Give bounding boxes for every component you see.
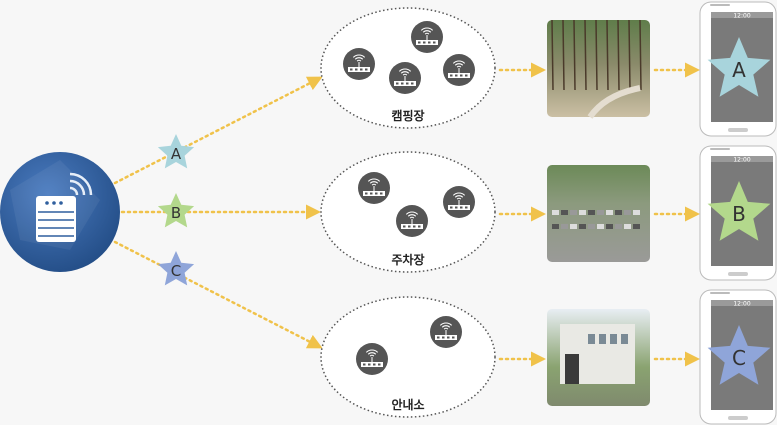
parking-lot-photo (547, 165, 650, 262)
phone-time: 12:00 (733, 301, 750, 308)
channel-label: B (171, 204, 181, 222)
wifi-router-icon (343, 48, 375, 80)
phone-channel-label: A (732, 58, 746, 82)
zone-label: 주차장 (391, 252, 424, 267)
channel-label: A (171, 145, 182, 163)
wifi-router-icon (443, 186, 475, 218)
zone-label: 캠핑장 (391, 108, 424, 123)
smartphone-c: 12:00C (699, 289, 777, 425)
wifi-router-icon (443, 54, 475, 86)
information-center-photo (547, 309, 650, 406)
phone-channel-label: C (732, 346, 746, 370)
smartphone-a: 12:00A (699, 1, 777, 137)
phone-channel-label: B (732, 202, 746, 226)
wifi-router-icon (356, 343, 388, 375)
server-icon (0, 152, 120, 272)
wifi-router-icon (430, 316, 462, 348)
phone-time: 12:00 (733, 13, 750, 20)
smartphone-b: 12:00B (699, 145, 777, 281)
channel-star-a: A (157, 134, 195, 169)
phone-time: 12:00 (733, 157, 750, 164)
wifi-router-icon (389, 62, 421, 94)
connection-arrow (113, 240, 323, 349)
channel-label: C (171, 262, 181, 280)
channel-star-b: B (157, 193, 195, 228)
wifi-router-icon (396, 205, 428, 237)
wifi-router-icon (358, 172, 390, 204)
wifi-router-icon (411, 21, 443, 53)
channel-star-c: C (157, 251, 195, 286)
campsite-photo (547, 19, 650, 119)
connection-arrow (113, 76, 323, 185)
zone-label: 안내소 (391, 397, 424, 412)
